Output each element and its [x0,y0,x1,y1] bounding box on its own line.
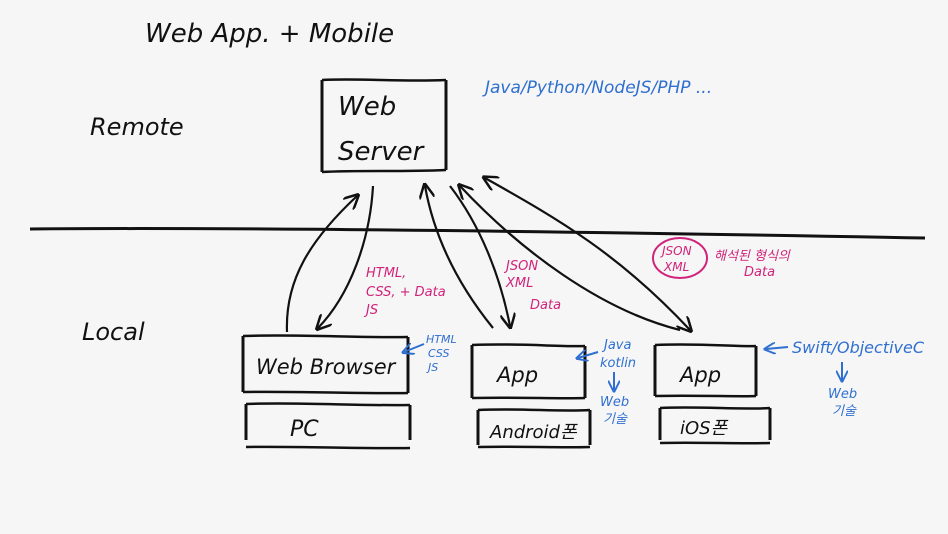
local-zone-label: Local [82,318,145,346]
ios-payload-line4: Data [744,265,775,280]
browser-tech-annotation: HTML CSS JS [426,333,457,374]
ios-app-label: App [678,363,721,387]
browser-tech-html: HTML [426,333,457,346]
android-phone-label: Android폰 [489,422,578,443]
ios-payload-line3: 해석된 형식의 [714,249,791,264]
android-phone-box: Android폰 [476,408,592,449]
android-note-annotation: Web 기술 [600,395,629,427]
ios-app-box: App [653,343,758,398]
remote-zone-label: Remote [90,113,184,141]
android-tech-kotlin: kotlin [600,356,636,371]
android-payload-line3: Data [530,298,561,313]
web-server-label-line2: Server [338,137,426,167]
ios-payload-line2: XML [663,260,689,274]
browser-payload-line1: HTML, [366,266,406,281]
android-request-arrow [425,186,494,329]
ios-note-annotation: Web 기술 [828,387,857,419]
web-browser-label: Web Browser [256,355,397,379]
diagram-title: Web App. + Mobile [145,19,394,49]
ios-return-arrow [460,186,681,332]
ios-payload-line1: JSON [660,244,692,258]
browser-payload-annotation: HTML, CSS, + Data JS [363,266,446,318]
android-note-line1: Web [600,395,629,410]
android-payload-line2: XML [505,276,533,291]
android-payload-annotation: JSON XML Data [503,259,561,313]
web-browser-box: Web Browser [241,334,410,395]
android-app-box: App [470,343,587,400]
ios-exchange-arrow [485,178,690,330]
pc-box: PC [244,402,412,450]
browser-tech-arrow [404,344,425,352]
browser-payload-line2: CSS, + Data [366,285,446,300]
browser-tech-js: JS [426,361,438,374]
ios-tech-arrow [766,347,789,349]
pc-label: PC [290,417,319,442]
android-note-line2: 기술 [603,412,628,427]
android-tech-annotation: Java kotlin [600,338,636,371]
browser-tech-css: CSS [428,347,449,360]
ios-phone-label: iOS폰 [680,418,729,439]
json-xml-circle [652,237,708,279]
browser-payload-line3: JS [363,303,378,318]
web-server-label-line1: Web [338,92,396,122]
android-payload-line1: JSON [503,259,538,274]
android-app-label: App [495,363,538,387]
ios-note-line2: 기술 [832,404,857,419]
ios-payload-annotation: JSON XML 해석된 형식의 Data [652,237,791,280]
android-tech-java: Java [601,338,631,353]
web-server-box: Web Server [320,78,448,174]
server-languages-annotation: Java/Python/NodeJS/PHP ... [482,78,712,98]
ios-phone-box: iOS폰 [658,406,772,445]
ios-note-line1: Web [828,387,857,402]
browser-request-arrow [285,196,357,333]
android-tech-arrow [578,352,599,358]
remote-local-divider [29,227,926,240]
browser-response-arrow [318,185,375,328]
ios-tech-annotation: Swift/ObjectiveC [792,338,925,357]
